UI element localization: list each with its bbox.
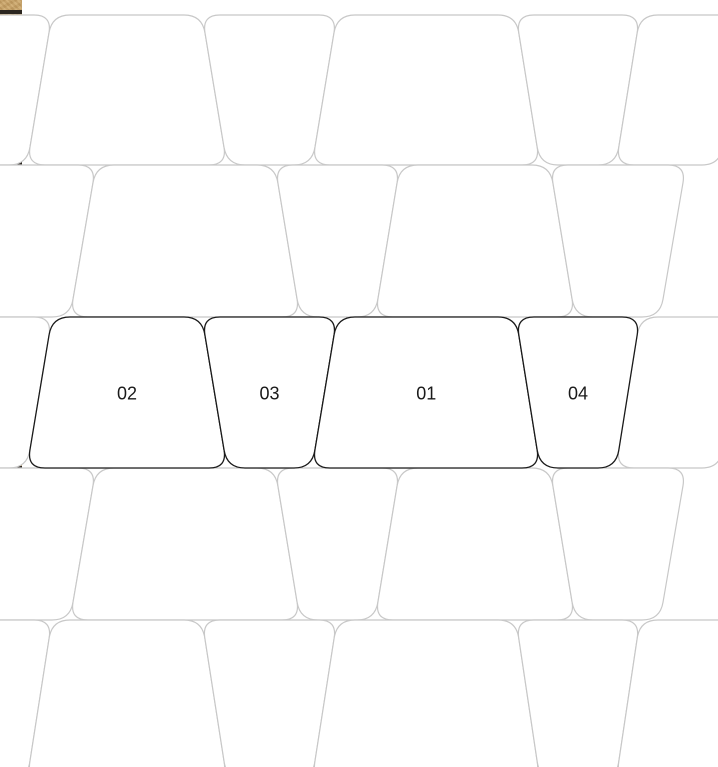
board-tile[interactable] <box>518 620 637 767</box>
board-tile[interactable] <box>73 165 298 317</box>
selected-tile-03[interactable]: 03 <box>204 317 334 468</box>
selected-tile-row: 02 03 01 04 <box>29 317 637 468</box>
selected-tile-04[interactable]: 04 <box>518 317 637 468</box>
tile-label: 04 <box>568 384 588 404</box>
board-tile[interactable] <box>29 620 224 767</box>
board-tile[interactable] <box>314 620 537 767</box>
selected-tile-02[interactable]: 02 <box>29 317 224 468</box>
board-tile[interactable] <box>315 15 538 165</box>
board-tile[interactable] <box>30 15 225 165</box>
tile-label: 01 <box>416 384 436 404</box>
board-tile[interactable] <box>377 468 572 620</box>
board-tile[interactable] <box>204 620 334 767</box>
tile-label: 03 <box>259 384 279 404</box>
board-tile[interactable] <box>73 468 298 620</box>
board-tile[interactable] <box>552 165 683 317</box>
board-tile[interactable] <box>205 15 335 165</box>
selected-tile-01[interactable]: 01 <box>314 317 537 468</box>
tile-label: 02 <box>117 384 137 404</box>
board-tile[interactable] <box>377 165 572 317</box>
board-tile[interactable] <box>552 468 683 620</box>
